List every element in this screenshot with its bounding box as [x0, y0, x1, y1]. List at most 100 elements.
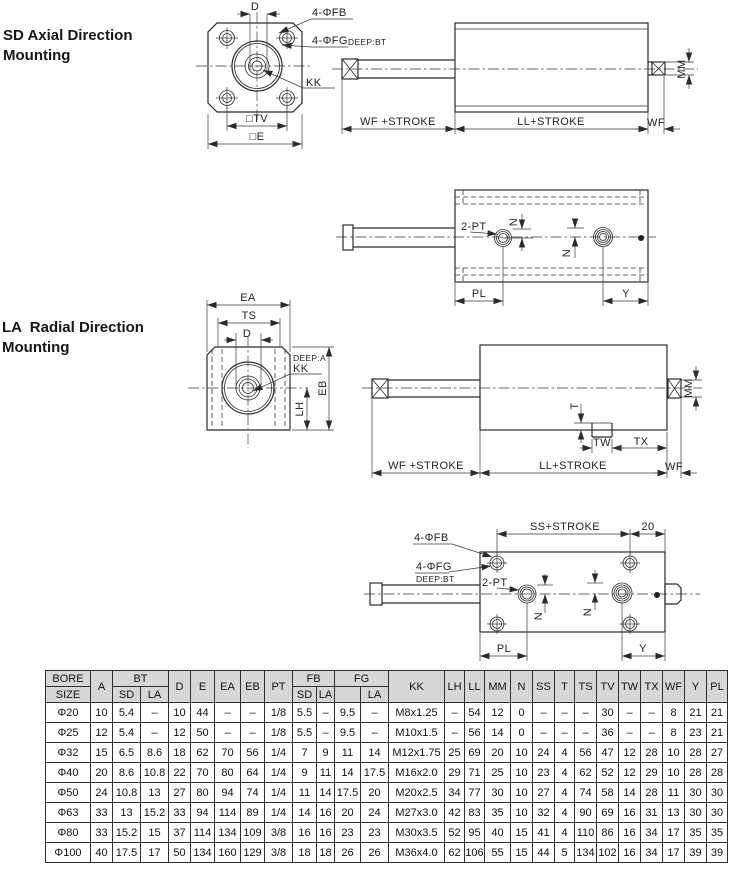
header-eb: EB	[240, 670, 265, 703]
header-size: SIZE	[45, 686, 91, 703]
dimension-cell: 94	[214, 782, 241, 803]
dimension-cell: 62	[574, 762, 597, 783]
dimension-cell: 83	[464, 802, 485, 823]
dim-label-pl: PL	[472, 288, 486, 300]
dimension-cell: 12	[618, 762, 641, 783]
la-title-line1: LA Radial Direction	[2, 319, 144, 336]
dim-label-4fb-la: 4-ΦFB	[414, 532, 449, 544]
dimension-cell: 102	[596, 842, 619, 863]
dimension-cell: 89	[240, 802, 265, 823]
dimension-cell: 16	[316, 822, 335, 843]
dimension-cell: 14	[334, 762, 361, 783]
dimension-cell: 90	[574, 802, 597, 823]
dimension-cell: 69	[596, 802, 619, 823]
header-ea: EA	[214, 670, 241, 703]
dimension-cell: 10.8	[140, 762, 169, 783]
dimension-cell: –	[532, 702, 555, 723]
dimension-cell: –	[140, 722, 169, 743]
dimension-cell: 86	[596, 822, 619, 843]
dimension-cell: –	[640, 722, 663, 743]
dimension-cell: 9	[316, 742, 335, 763]
dimension-cell: 13	[140, 782, 169, 803]
dimension-cell: 17	[140, 842, 169, 863]
dimension-cell: M36x4.0	[388, 842, 445, 863]
dimension-cell: 52	[596, 762, 619, 783]
dimension-cell: 15	[510, 842, 533, 863]
dimension-cell: 6.5	[112, 742, 141, 763]
dimension-cell: –	[554, 702, 575, 723]
dim-label-e: □E	[250, 131, 265, 143]
dimension-cell: 11	[292, 782, 317, 803]
dim-label-ea: EA	[240, 292, 256, 304]
sd-title-line2: Mounting	[3, 47, 71, 64]
dimension-cell: 62	[190, 742, 215, 763]
dimension-cell: 44	[532, 842, 555, 863]
dim-label-pl-la: PL	[497, 643, 511, 655]
dimension-cell: 17	[662, 822, 685, 843]
header-ss: SS	[532, 670, 555, 703]
dimension-cell: 12	[618, 742, 641, 763]
dimension-cell: 26	[334, 842, 361, 863]
bore-size-cell: Φ100	[45, 842, 91, 863]
dimension-cell: –	[240, 702, 265, 723]
dimension-cell: 80	[214, 762, 241, 783]
dimension-cell: 35	[706, 822, 728, 843]
header-pt: PT	[264, 670, 293, 703]
dim-label-n-2: N	[561, 249, 573, 257]
dimension-cell: 1/8	[264, 722, 293, 743]
header-mm: MM	[484, 670, 511, 703]
dim-label-mm-la: MM	[683, 378, 695, 397]
dim-label-y: Y	[622, 288, 630, 300]
dimension-cell: 109	[240, 822, 265, 843]
dimension-cell: 11	[662, 782, 685, 803]
bore-size-cell: Φ63	[45, 802, 91, 823]
bore-size-cell: Φ50	[45, 782, 91, 803]
dimension-cell: 10	[510, 762, 533, 783]
dimension-cell: 30	[484, 782, 511, 803]
dim-label-d: D	[251, 1, 259, 13]
dim-label-4fg: 4-ΦFG	[312, 35, 348, 47]
dimension-cell: 1/4	[264, 782, 293, 803]
dimension-cell: 8.6	[140, 742, 169, 763]
header-d: D	[168, 670, 191, 703]
dimension-cell: 10	[662, 742, 685, 763]
dim-label-2pt: 2-PT	[461, 221, 486, 233]
dimension-cell: 14	[292, 802, 317, 823]
dimension-cell: 10	[510, 782, 533, 803]
dimension-cell: 40	[90, 842, 113, 863]
dimension-cell: 94	[190, 802, 215, 823]
dimension-cell: 28	[706, 762, 728, 783]
dimension-cell: 33	[168, 802, 191, 823]
dimension-cell: M30x3.5	[388, 822, 445, 843]
dimension-cell: 1/4	[264, 802, 293, 823]
header-t: T	[554, 670, 575, 703]
header-e: E	[190, 670, 215, 703]
dim-label-kk: KK	[306, 77, 322, 89]
header-lh: LH	[444, 670, 465, 703]
dimension-cell: 35	[484, 802, 511, 823]
dim-label-deep-bt: DEEP:BT	[348, 37, 386, 47]
dimension-cell: 34	[444, 782, 465, 803]
header-bt: BT	[112, 670, 169, 687]
dimension-cell: 14	[360, 742, 389, 763]
header-fg-sd	[334, 686, 361, 703]
dimension-cell: 80	[190, 782, 215, 803]
bore-size-cell: Φ80	[45, 822, 91, 843]
dimension-cell: 13	[662, 802, 685, 823]
dimension-cell: 28	[640, 742, 663, 763]
dimension-cell: 35	[684, 822, 707, 843]
dimension-cell: 31	[640, 802, 663, 823]
dimension-cell: 14	[618, 782, 641, 803]
dimension-cell: 17.5	[360, 762, 389, 783]
header-n: N	[510, 670, 533, 703]
dimension-cell: 30	[706, 802, 728, 823]
dimension-cell: 5.5	[292, 702, 317, 723]
dimension-cell: –	[140, 702, 169, 723]
sd-side-view-drawing: MM WF +STROKE LL+STROKE WF	[332, 22, 698, 134]
dimension-cell: 23	[532, 762, 555, 783]
dimension-cell: 30	[684, 802, 707, 823]
